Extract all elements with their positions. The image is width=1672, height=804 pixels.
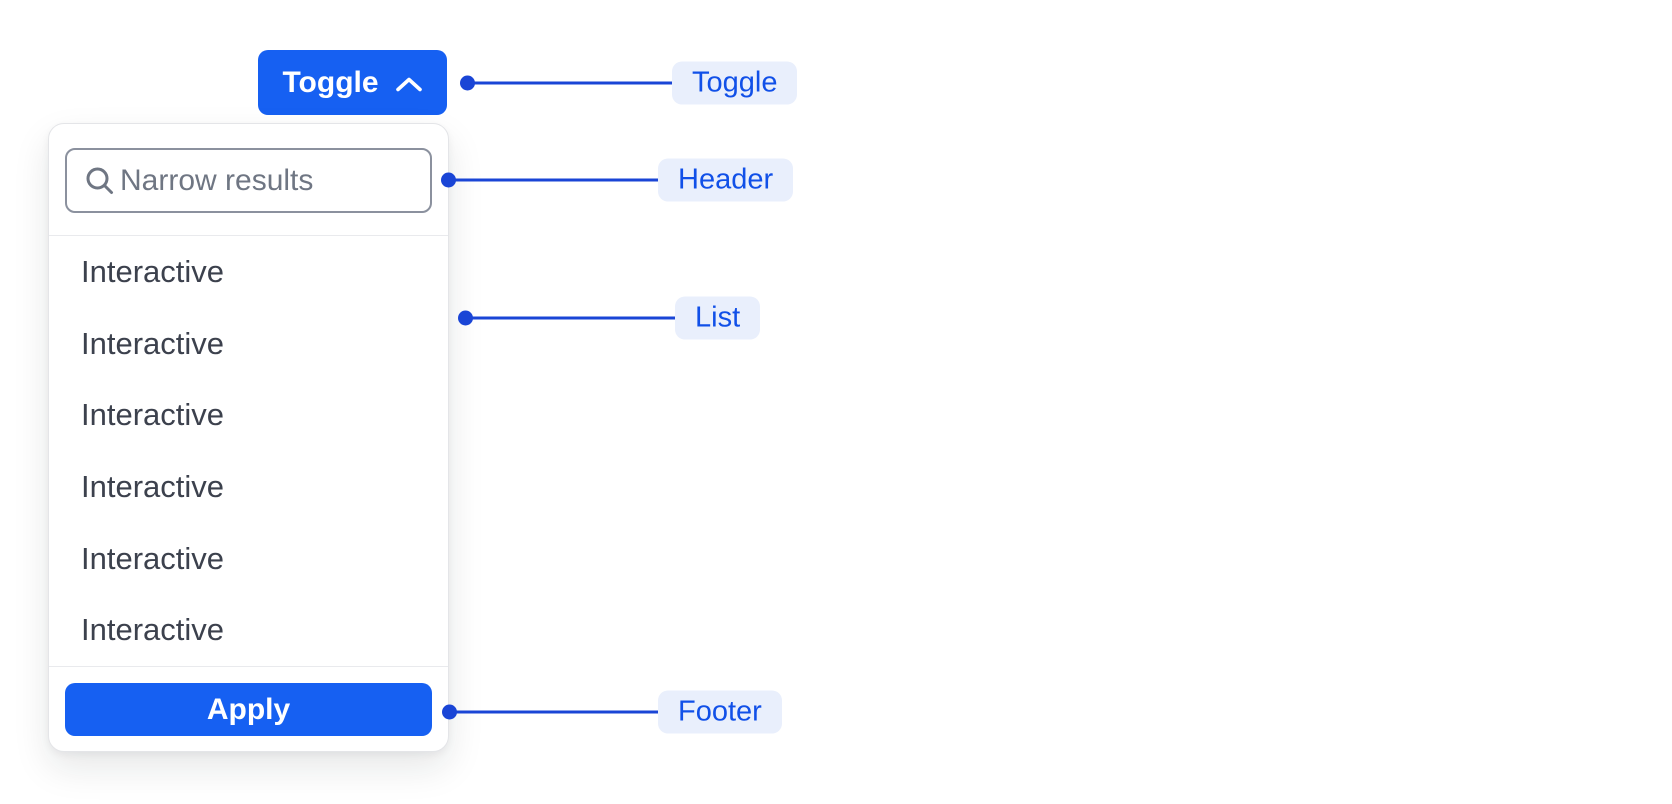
callout-line — [449, 178, 658, 182]
header-divider — [49, 235, 448, 236]
callout-line — [466, 316, 675, 320]
callout-label-footer: Footer — [658, 690, 782, 734]
dropdown-header — [49, 124, 448, 235]
toggle-button-label: Toggle — [282, 65, 379, 99]
search-box — [65, 148, 432, 213]
toggle-button[interactable]: Toggle — [258, 50, 447, 115]
list-item[interactable]: Interactive — [81, 468, 225, 504]
list-item[interactable]: Interactive — [81, 540, 225, 576]
callout-dot — [460, 75, 475, 91]
list-item[interactable]: Interactive — [81, 612, 225, 648]
callout-dot — [441, 172, 456, 188]
callout-line — [450, 710, 658, 714]
callout-label-list: List — [675, 296, 761, 340]
list-item[interactable]: Interactive — [81, 253, 225, 289]
callout-dot — [458, 310, 473, 326]
chevron-up-icon — [395, 67, 423, 101]
search-input[interactable] — [67, 150, 430, 211]
list-item[interactable]: Interactive — [81, 397, 225, 433]
dropdown-list: Interactive Interactive Interactive Inte… — [49, 236, 448, 666]
callout-dot — [442, 704, 457, 720]
dropdown-footer: Apply — [49, 667, 448, 751]
callout-label-toggle: Toggle — [672, 61, 798, 105]
apply-button[interactable]: Apply — [65, 683, 432, 736]
callout-line — [468, 81, 672, 85]
list-item[interactable]: Interactive — [81, 325, 225, 361]
callout-label-header: Header — [658, 158, 794, 202]
dropdown-panel: Interactive Interactive Interactive Inte… — [48, 123, 449, 752]
footer-divider — [49, 666, 448, 667]
